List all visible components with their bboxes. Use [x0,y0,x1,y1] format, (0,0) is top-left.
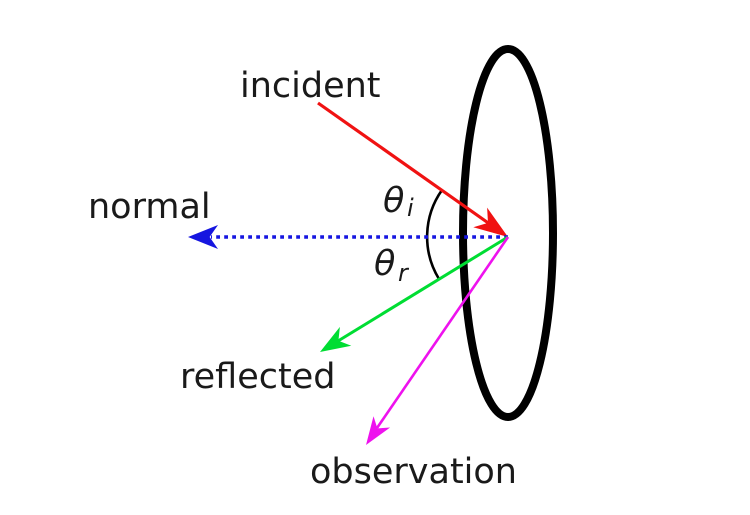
surface-ellipse [459,45,557,421]
normal-ray-arrowhead-icon [188,225,218,249]
normal-label: normal [88,187,211,227]
theta-r-subscript: r [398,259,410,287]
observation-ray-arrowhead-icon [366,416,391,445]
theta-r-symbol: θ [374,244,395,284]
reflected-ray-arrowhead-icon [320,326,352,352]
observation-label: observation [310,452,517,492]
incident-ray-arrowhead-icon [473,207,508,237]
reflected-ray-line [337,235,509,343]
incident-ray-line [317,101,490,225]
reflected-label: reflected [180,357,335,397]
angle-arc [425,189,444,280]
theta-i-symbol: θ [383,181,404,221]
theta-i-subscript: i [407,194,414,222]
observation-ray-line [375,236,510,429]
incident-label: incident [240,66,381,106]
